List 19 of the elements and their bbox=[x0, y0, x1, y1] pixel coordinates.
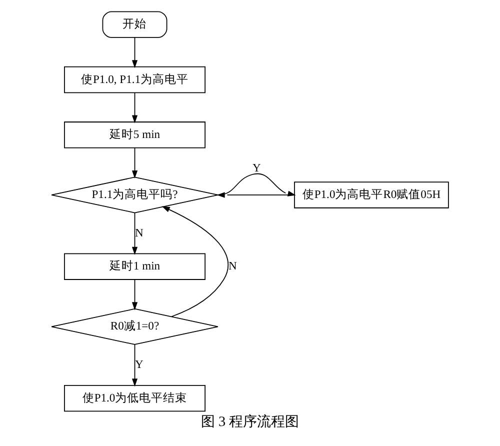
arrow bbox=[132, 147, 138, 178]
arrow bbox=[132, 92, 138, 124]
arrow bbox=[132, 344, 138, 387]
node-box: 开始 bbox=[102, 11, 168, 38]
caption: 图 3 程序流程图 bbox=[200, 414, 300, 430]
node-box: 使P1.0, P1.1为高电平 bbox=[64, 66, 206, 94]
arrow bbox=[162, 206, 229, 318]
node-box: 延时1 min bbox=[64, 253, 206, 280]
edge-label: Y bbox=[252, 161, 261, 174]
edge-label: N bbox=[228, 260, 237, 273]
arrow bbox=[132, 37, 138, 68]
node-diamond: R0减1=0? bbox=[51, 308, 218, 345]
arrow bbox=[132, 279, 138, 310]
node-box: 使P1.0为高电平R0赋值05H bbox=[294, 182, 449, 208]
arrow bbox=[132, 212, 138, 255]
edge-label: N bbox=[135, 226, 144, 240]
node-box: 使P1.0为低电平结束 bbox=[64, 384, 206, 412]
edge-label: Y bbox=[135, 358, 144, 371]
node-box: 延时5 min bbox=[64, 122, 206, 148]
